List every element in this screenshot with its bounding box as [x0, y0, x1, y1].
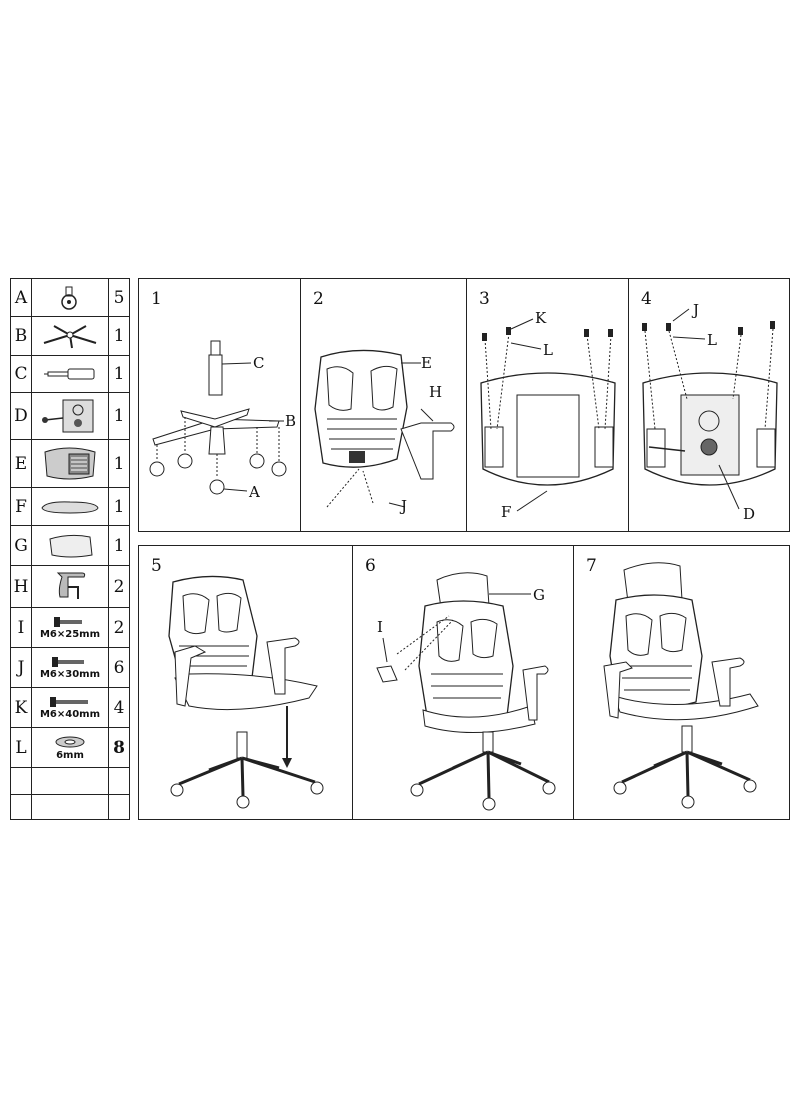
- parts-row-i: I M6×25mm 2: [11, 608, 129, 648]
- part-letter: K: [11, 688, 32, 727]
- step-5-panel: 5: [138, 545, 353, 820]
- callout-j: J: [401, 497, 408, 515]
- part-qty: [108, 768, 129, 794]
- part-letter: I: [11, 608, 32, 647]
- step-7-panel: 7: [573, 545, 790, 820]
- step-number: 2: [313, 289, 324, 309]
- washer-icon: 6mm: [32, 728, 108, 767]
- washer-size-label: 6mm: [56, 749, 84, 761]
- backrest-icon: [32, 440, 108, 487]
- seat-cushion-icon: [32, 488, 108, 525]
- bolt-icon: M6×40mm: [32, 688, 108, 727]
- step-number: 7: [586, 556, 597, 576]
- callout-i: I: [377, 618, 383, 636]
- callout-k: K: [535, 309, 547, 327]
- callout-g: G: [533, 586, 545, 604]
- part-letter: [11, 795, 32, 819]
- part-qty: 1: [108, 356, 129, 392]
- parts-row-b: B 1: [11, 317, 129, 356]
- parts-row-g: G 1: [11, 526, 129, 566]
- part-qty: 5: [108, 279, 129, 316]
- backrest-armrest-drawing: [314, 349, 455, 508]
- part-letter: C: [11, 356, 32, 392]
- parts-row-j: J M6×40mm M6×30mm 6: [11, 648, 129, 688]
- parts-list: A 5 B 1 C 1 D 1 E 1 F 1: [10, 278, 130, 820]
- step-number: 6: [365, 556, 376, 576]
- parts-row-e: E 1: [11, 440, 129, 488]
- part-letter: A: [11, 279, 32, 316]
- headrest-icon: [32, 526, 108, 565]
- part-qty: 6: [108, 648, 129, 687]
- part-letter: H: [11, 566, 32, 607]
- bolt-size-label: M6×25mm: [39, 628, 101, 640]
- parts-row-k: K M6×40mm 4: [11, 688, 129, 728]
- part-qty: 1: [108, 488, 129, 525]
- part-qty: [108, 795, 129, 819]
- callout-j: J: [693, 301, 700, 319]
- callout-c: C: [253, 354, 265, 372]
- part-qty: 1: [108, 440, 129, 487]
- step-6-panel: 6 G I: [352, 545, 574, 820]
- bolt-size-label: M6×40mm: [39, 708, 101, 720]
- step-number: 1: [151, 289, 162, 309]
- callout-l: L: [707, 331, 717, 349]
- parts-row-l: L 6mm 8: [11, 728, 129, 768]
- part-qty: 1: [108, 317, 129, 355]
- parts-row-c: C 1: [11, 356, 129, 393]
- completed-chair-drawing: [603, 562, 759, 809]
- callout-a: A: [249, 483, 260, 501]
- step-3-panel: 3 K L F: [466, 278, 629, 532]
- five-star-base-icon: [32, 317, 108, 355]
- step-1-panel: 1 C B A: [138, 278, 301, 532]
- callout-l: L: [543, 341, 553, 359]
- part-letter: F: [11, 488, 32, 525]
- part-qty: 2: [108, 566, 129, 607]
- caster-icon: [32, 279, 108, 316]
- part-letter: E: [11, 440, 32, 487]
- gas-cylinder-icon: [32, 356, 108, 392]
- bolt-icon: M6×40mm M6×30mm: [32, 648, 108, 687]
- callout-d: D: [743, 505, 756, 523]
- part-qty: 1: [108, 526, 129, 565]
- armrest-icon: [32, 566, 108, 607]
- part-letter: B: [11, 317, 32, 355]
- mechanism-mount-drawing: [642, 308, 778, 510]
- tilt-mechanism-icon: [32, 393, 108, 439]
- step-4-panel: 4 J L D: [628, 278, 790, 532]
- callout-f: F: [501, 503, 512, 521]
- bolt-icon: M6×25mm: [32, 608, 108, 647]
- parts-row-a: A 5: [11, 279, 129, 317]
- step-number: 3: [479, 289, 490, 309]
- part-letter: [11, 768, 32, 794]
- part-qty: 1: [108, 393, 129, 439]
- parts-row-empty: [11, 795, 129, 819]
- parts-row-h: H 2: [11, 566, 129, 608]
- headrest-assembly-drawing: [376, 572, 556, 811]
- parts-row-empty: [11, 768, 129, 795]
- part-qty: 2: [108, 608, 129, 647]
- bolt-size-label: M6×30mm: [39, 668, 101, 680]
- parts-row-d: D 1: [11, 393, 129, 440]
- part-letter: J: [11, 648, 32, 687]
- seat-underside-drawing: [480, 318, 616, 512]
- part-qty: 4: [108, 688, 129, 727]
- callout-b: B: [285, 412, 297, 430]
- step-2-panel: 2 E H J: [300, 278, 467, 532]
- callout-e: E: [421, 354, 432, 372]
- step-number: 4: [641, 289, 652, 309]
- seat-to-base-drawing: [168, 575, 324, 809]
- parts-row-f: F 1: [11, 488, 129, 526]
- part-letter: G: [11, 526, 32, 565]
- step-number: 5: [151, 556, 162, 576]
- part-qty: 8: [108, 728, 129, 767]
- base-assembly-drawing: [149, 340, 287, 495]
- callout-h: H: [429, 383, 443, 401]
- part-letter: D: [11, 393, 32, 439]
- part-letter: L: [11, 728, 32, 767]
